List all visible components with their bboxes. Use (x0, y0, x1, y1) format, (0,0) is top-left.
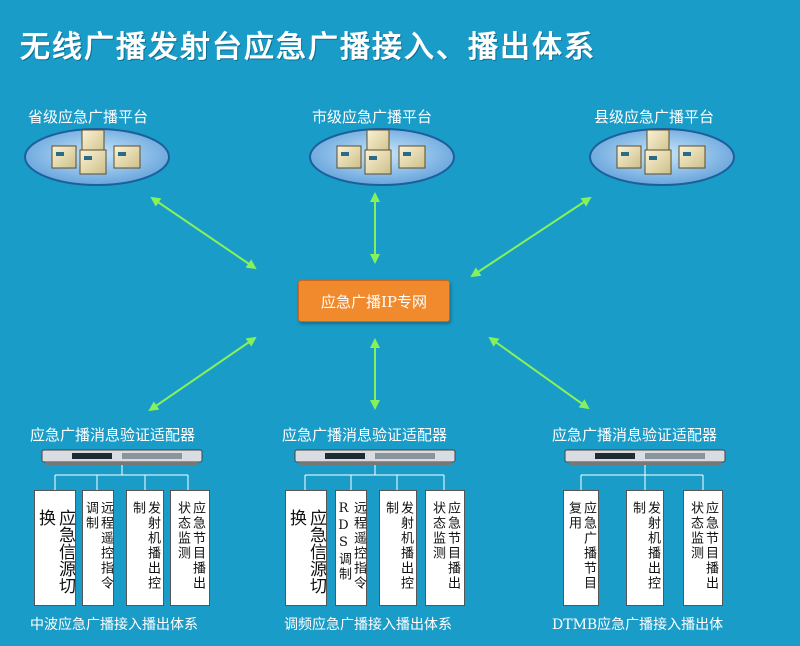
page-title: 无线广播发射台应急广播接入、播出体系 (20, 30, 596, 65)
platform-label-county: 县级应急广播平台 (594, 108, 715, 126)
platform-icon-city (309, 128, 455, 186)
adapter-device-icon (41, 449, 203, 465)
platform-icon-provincial (24, 128, 170, 186)
arrow-hub-to-dtmb (488, 336, 590, 410)
box-source-switch: 应急信源切换 (285, 490, 327, 606)
box-source-switch: 应急信源切换 (34, 490, 76, 606)
box-transmitter-control: 发射机播出控制 (379, 490, 417, 606)
box-remote-command-modulation: 远程遥控指令调制 (82, 490, 114, 606)
platform-label-provincial: 省级应急广播平台 (28, 108, 149, 126)
platform-label-city: 市级应急广播平台 (312, 108, 433, 126)
adapter-device-icon (294, 449, 456, 465)
server-cluster-icon (336, 129, 426, 175)
box-transmitter-control: 发射机播出控制 (626, 490, 664, 606)
system-label-dtmb: DTMB应急广播接入播出体 (552, 617, 724, 633)
connector-lines (54, 465, 704, 490)
adapter-label-mw: 应急广播消息验证适配器 (30, 426, 196, 444)
server-cluster-icon (51, 129, 141, 175)
arrow-hub-to-mw (148, 336, 257, 412)
box-remote-rds-modulation: 远程遥控指令RDS调制 (335, 490, 367, 606)
box-transmitter-control: 发射机播出控制 (126, 490, 164, 606)
platform-icon-county (589, 128, 735, 186)
server-cluster-icon (616, 129, 706, 175)
ip-network-hub: 应急广播IP专网 (298, 280, 450, 322)
system-label-fm: 调频应急广播接入播出体系 (284, 617, 452, 633)
hub-label: 应急广播IP专网 (320, 292, 428, 311)
box-status-monitoring: 应急节目播出状态监测 (425, 490, 465, 606)
arrow-county-to-hub (470, 196, 592, 278)
system-label-mw: 中波应急广播接入播出体系 (30, 617, 198, 633)
adapter-label-fm: 应急广播消息验证适配器 (282, 426, 448, 444)
box-status-monitoring: 应急节目播出状态监测 (683, 490, 723, 606)
adapter-label-dtmb: 应急广播消息验证适配器 (552, 426, 718, 444)
arrow-provincial-to-hub (150, 196, 257, 270)
box-program-multiplex: 应急广播节目复用 (563, 490, 599, 606)
box-status-monitoring: 应急节目播出状态监测 (170, 490, 210, 606)
adapter-device-icon (564, 449, 726, 465)
